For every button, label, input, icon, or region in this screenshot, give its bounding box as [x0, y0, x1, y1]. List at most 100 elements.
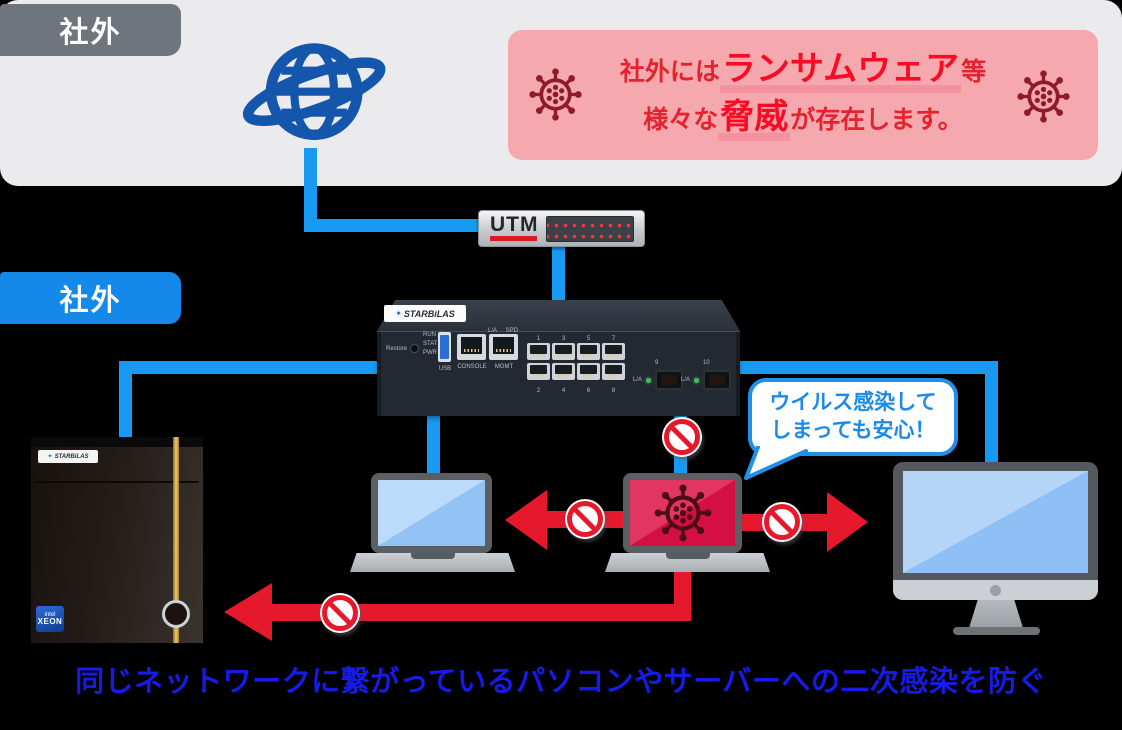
internet-globe-icon [233, 24, 393, 164]
utm-appliance: UTM [478, 210, 645, 247]
port-numbers-bottom: 2 4 6 8 [527, 388, 625, 394]
usb-port-label: USB [438, 366, 452, 372]
sfp-la-label: L/A [681, 377, 691, 383]
server-brand-label: ✦ STARBiLAS [38, 450, 98, 463]
warning-line1-suffix: 等 [961, 58, 987, 87]
sfp-la-label: L/A [633, 377, 643, 383]
sfp-led-icon [694, 377, 700, 383]
sfp-cage [703, 370, 732, 390]
sfp-port-number: 10 [703, 360, 710, 366]
cable-switch-to-monitor-h [738, 361, 998, 374]
cable-switch-to-server-h [119, 361, 381, 374]
port-number: 2 [536, 388, 541, 394]
switch-brand-text: STARBiLAS [403, 308, 455, 319]
mgmt-spd-label: SPD [505, 328, 518, 334]
port-numbers-top: 1 3 5 7 [527, 336, 625, 342]
sfp-port-10: L/A [681, 370, 732, 390]
xeon-badge-intel: intel [44, 612, 56, 618]
cable-utm-to-switch [552, 243, 565, 303]
bubble-line-2: しまっても安心！ [770, 419, 936, 442]
utm-led-panel [546, 216, 634, 242]
ethernet-port [552, 363, 575, 380]
sfp-port-9: L/A [633, 370, 684, 390]
outside-zone-label: 社外 [0, 4, 181, 56]
ethernet-port [527, 363, 550, 380]
warning-line2-suffix: が存在します。 [790, 106, 963, 134]
no-entry-icon [565, 499, 605, 539]
mgmt-port [489, 334, 518, 360]
blocked-arrowhead-left [505, 490, 547, 550]
ethernet-port [527, 343, 550, 360]
warning-line1-emphasis: ランサムウェア [719, 49, 962, 93]
mgmt-la-label: L/A [488, 328, 498, 334]
blocked-arrowhead-right [827, 492, 868, 552]
warning-line2-prefix: 様々な [643, 106, 719, 134]
sfp-cage [655, 370, 684, 390]
virus-icon [652, 482, 714, 544]
desktop-monitor-base [953, 627, 1040, 635]
usb-port [438, 332, 451, 362]
desktop-monitor-screen [903, 471, 1088, 573]
blocked-arrowhead-server [224, 583, 272, 641]
warning-line-2: 様々な脅威が存在します。 [643, 97, 963, 141]
no-entry-icon [320, 593, 360, 633]
virus-icon [527, 66, 584, 123]
no-entry-icon [662, 417, 702, 457]
ethernet-port-block [527, 343, 625, 380]
led-label-stat: STAT [423, 341, 438, 347]
port-number: 8 [611, 388, 616, 394]
mgmt-port-label: MGMT [494, 364, 514, 370]
cable-globe-vertical [304, 148, 317, 232]
server-tower: ✦ STARBiLAS intel XEON [31, 437, 203, 643]
server-gold-stripe [173, 437, 179, 643]
blocked-path-to-server [268, 604, 691, 621]
utm-red-underline [490, 236, 537, 241]
bottom-caption: 同じネットワークに繋がっているパソコンやサーバーへの二次感染を防ぐ [75, 666, 1047, 698]
no-entry-icon [762, 502, 802, 542]
threat-warning-box: 社外にはランサムウェア等 様々な脅威が存在します。 [508, 30, 1098, 160]
cable-switch-to-monitor-v [985, 361, 998, 464]
console-port [457, 334, 486, 360]
warning-line2-emphasis: 脅威 [718, 97, 791, 141]
warning-line-1: 社外にはランサムウェア等 [620, 49, 986, 93]
switch-restore-control: Restore [386, 344, 420, 353]
utm-label: UTM [490, 213, 539, 236]
xeon-cpu-badge: intel XEON [36, 606, 64, 632]
server-power-knob [162, 600, 190, 628]
inside-zone-label: 社外 [0, 272, 181, 324]
outside-zone-label-text: 社外 [59, 17, 122, 49]
sfp-port-number: 9 [655, 360, 659, 366]
server-brand-text: STARBiLAS [54, 453, 89, 460]
reassurance-speech-bubble: ウイルス感染して しまっても安心！ [748, 378, 958, 456]
cable-globe-to-utm [304, 219, 480, 232]
port-number: 7 [611, 336, 616, 342]
port-number: 1 [536, 336, 541, 342]
led-label-pwr: PWR [423, 350, 437, 356]
monitor-camera-icon [990, 585, 1001, 596]
speech-bubble-tail [742, 445, 814, 487]
desktop-monitor-stand [969, 600, 1023, 628]
port-number: 3 [561, 336, 566, 342]
starbilas-logo-icon: ✦ [47, 454, 53, 460]
ethernet-port [577, 363, 600, 380]
ethernet-port [552, 343, 575, 360]
xeon-badge-xeon: XEON [37, 617, 63, 626]
bubble-line-1: ウイルス感染して [769, 390, 937, 414]
sfp-led-icon [646, 377, 652, 383]
cable-switch-to-server-v [119, 361, 132, 439]
network-switch: ✦ STARBiLAS Restore RUN STAT PWR USB CON… [377, 300, 740, 416]
ethernet-port [577, 343, 600, 360]
virus-icon [1015, 68, 1072, 125]
server-seam [35, 481, 199, 483]
console-port-label: CONSOLE [457, 364, 487, 370]
cable-switch-to-laptop [427, 413, 440, 475]
clean-laptop-base [350, 553, 515, 572]
port-number: 6 [586, 388, 591, 394]
switch-brand-label: ✦ STARBiLAS [384, 305, 466, 322]
port-number: 4 [561, 388, 566, 394]
restore-button-icon [410, 344, 420, 353]
led-label-run: RUN [423, 332, 436, 338]
infected-laptop-base [605, 553, 770, 572]
warning-line1-prefix: 社外には [619, 58, 720, 87]
